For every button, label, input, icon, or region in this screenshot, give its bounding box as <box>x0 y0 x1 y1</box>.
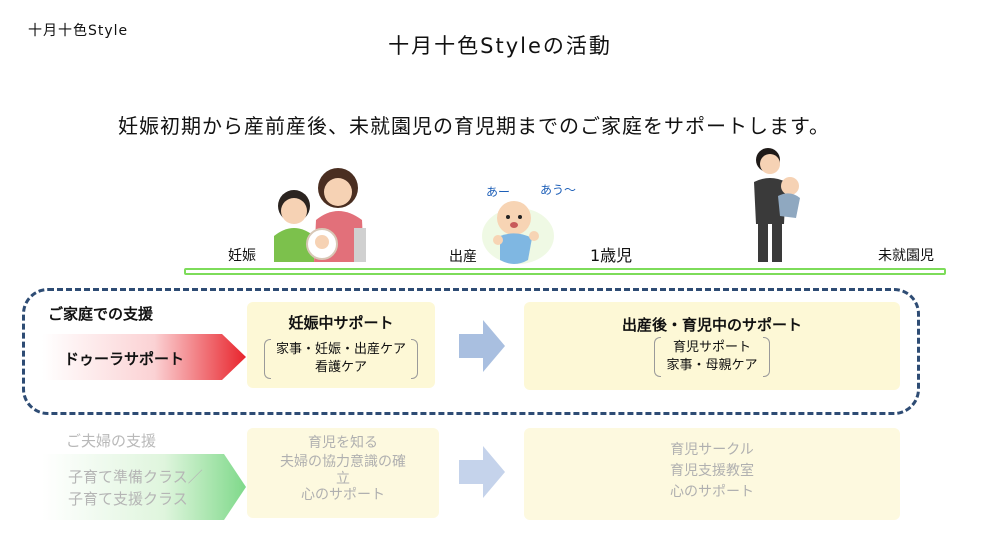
doula-ribbon <box>42 334 246 380</box>
couple-learning-lines: 育児を知る 夫婦の協力意識の確 立 心のサポート <box>247 434 439 505</box>
couple-learning-card: 育児を知る 夫婦の協力意識の確 立 心のサポート <box>247 428 439 518</box>
page-title: 十月十色Styleの活動 <box>388 34 612 58</box>
postpartum-support-card: 出産後・育児中のサポート 育児サポート 家事・母親ケア <box>524 302 900 390</box>
class-ribbon <box>42 454 246 520</box>
class-label: 子育て支援クラス <box>68 490 188 508</box>
childcare-circle-item: 育児サークル <box>670 442 754 458</box>
postpartum-support-item: 家事・母親ケア <box>666 358 758 373</box>
childcare-circle-item: 心のサポート <box>670 484 754 500</box>
couple-learning-item: 育児を知る <box>308 435 378 451</box>
pregnancy-support-card: 妊娠中サポート 家事・妊娠・出産ケア 看護ケア <box>247 302 435 388</box>
stage-pregnancy: 妊娠 <box>228 248 256 264</box>
couple-support-heading: ご夫婦の支援 <box>66 432 157 450</box>
childcare-circle-lines: 育児サークル 育児支援教室 心のサポート <box>524 440 900 503</box>
childcare-circle-card: 育児サークル 育児支援教室 心のサポート <box>524 428 900 520</box>
timeline-bar <box>184 268 946 275</box>
home-support-heading: ご家庭での支援 <box>48 305 154 323</box>
couple-learning-item: 夫婦の協力意識の確 <box>280 454 406 470</box>
couple-learning-item: 立 <box>336 471 350 487</box>
stage-one-year: 1歳児 <box>590 246 633 265</box>
arrow-right-icon <box>459 320 505 372</box>
pregnancy-support-item: 家事・妊娠・出産ケア <box>275 342 406 357</box>
postpartum-support-items: 育児サポート 家事・母親ケア <box>654 337 770 377</box>
postpartum-support-item: 育児サポート <box>672 340 751 355</box>
arrow-right-icon <box>459 446 505 498</box>
postpartum-support-title: 出産後・育児中のサポート <box>621 316 802 334</box>
stage-birth: 出産 <box>449 249 477 265</box>
doula-support-label: ドゥーラサポート <box>64 350 185 368</box>
home-support-group <box>22 288 920 415</box>
brand-label: 十月十色Style <box>28 23 129 39</box>
baby-illustration <box>482 201 554 264</box>
lead-text: 妊娠初期から産前産後、未就園児の育児期までのご家庭をサポートします。 <box>118 114 830 138</box>
parents-illustration <box>274 168 366 262</box>
couple-learning-item: 心のサポート <box>301 487 385 503</box>
baby-speech-left: あー <box>486 185 511 199</box>
class-ribbon-labels: 子育て準備クラス／ 子育て支援クラス <box>68 466 203 510</box>
pregnancy-support-item: 看護ケア <box>314 360 367 375</box>
baby-speech-right: あう～ <box>540 183 577 197</box>
pregnancy-support-items: 家事・妊娠・出産ケア 看護ケア <box>263 339 419 379</box>
stage-preschool: 未就園児 <box>878 248 934 264</box>
pregnancy-support-title: 妊娠中サポート <box>288 314 394 332</box>
class-label: 子育て準備クラス／ <box>68 468 203 486</box>
childcare-circle-item: 育児支援教室 <box>670 463 754 479</box>
mother-holding-child-illustration <box>754 148 800 262</box>
